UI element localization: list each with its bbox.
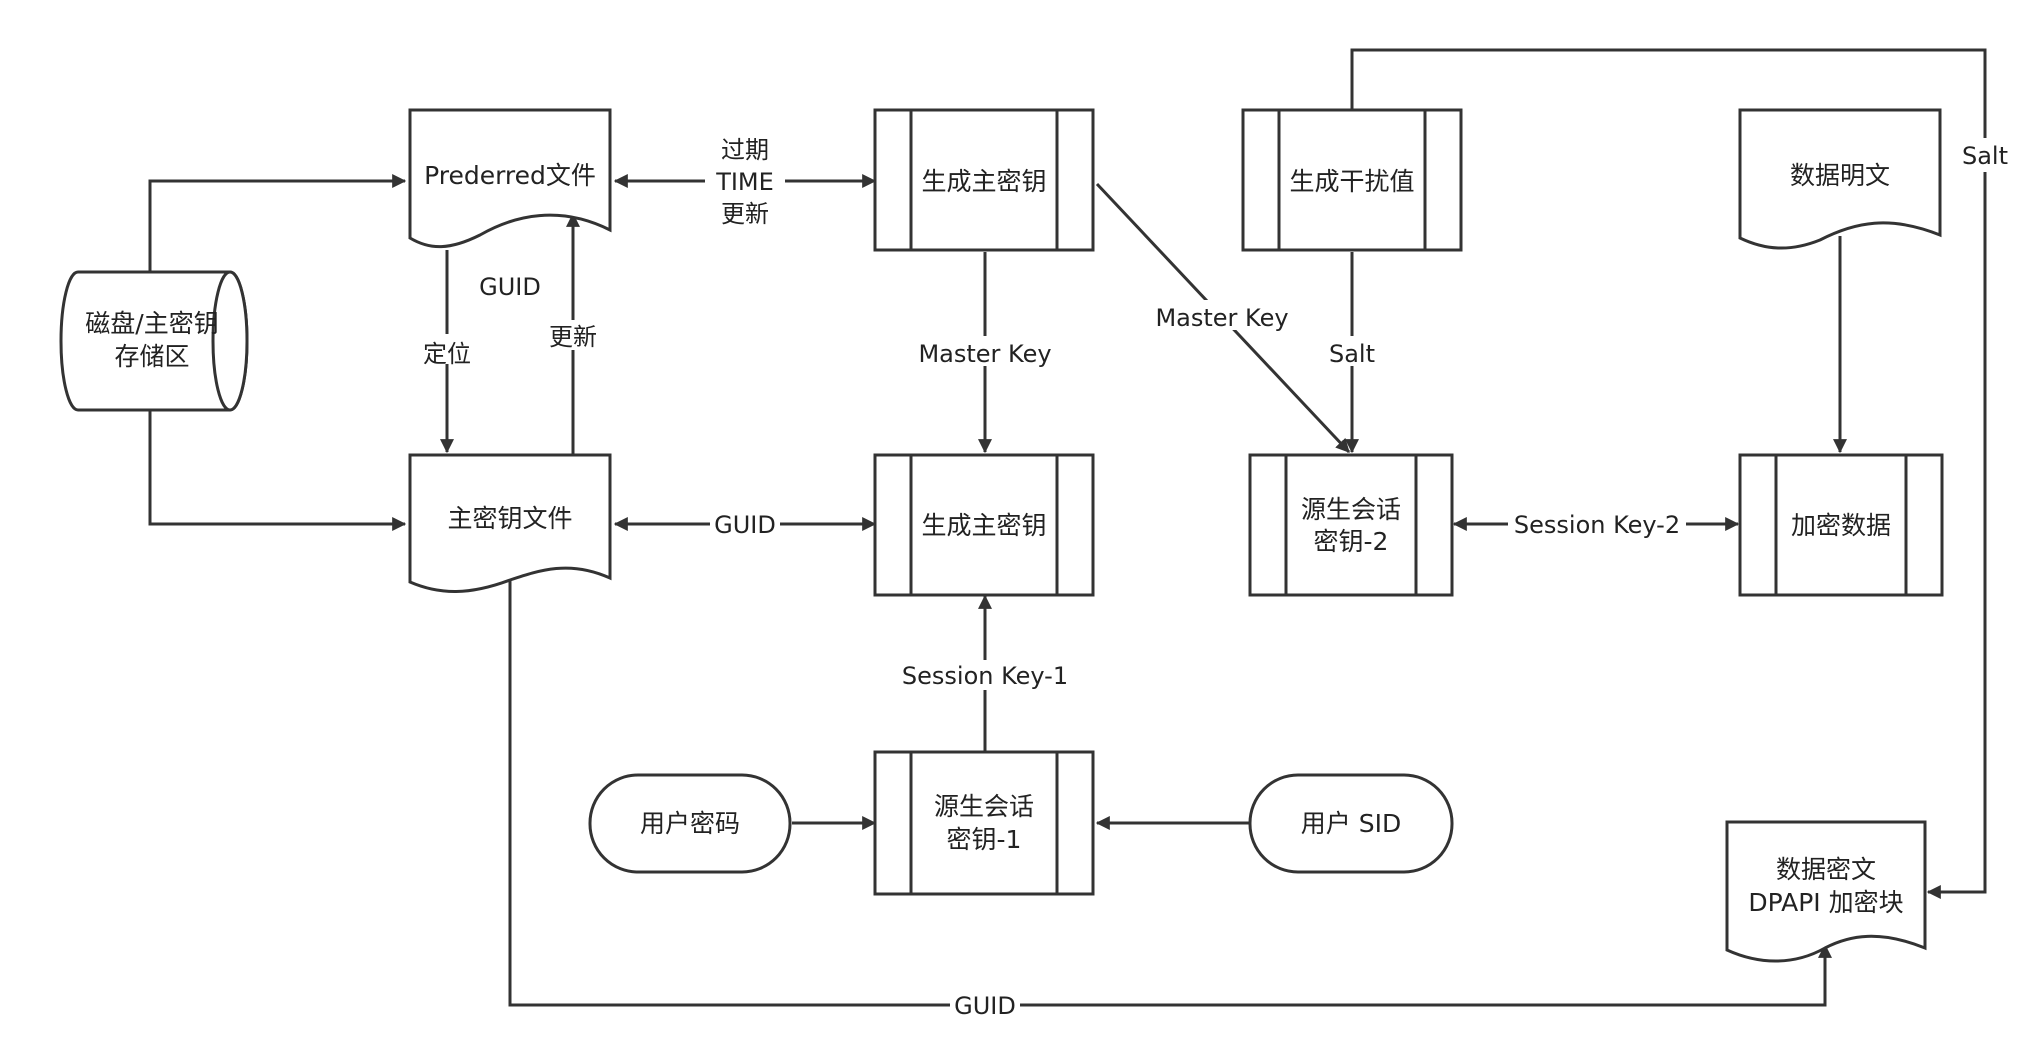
node-gen-master-key-top: 生成主密钥 (873, 108, 1095, 252)
node-ciphertext: 数据密文 DPAPI 加密块 (1725, 820, 1927, 963)
edge-disk-to-masterkeyfile (148, 410, 407, 531)
ciphertext-line2: DPAPI 加密块 (1748, 888, 1903, 917)
node-gen-salt: 生成干扰值 (1241, 108, 1463, 252)
edge-guid-bottom (508, 580, 1832, 1007)
edge-labels: 过期 TIME 更新 GUID 定位 更新 Master Key Master … (418, 136, 2014, 1020)
label-locate: 定位 (423, 340, 471, 368)
ciphertext-line1: 数据密文 (1776, 855, 1876, 884)
label-guid-top: GUID (479, 273, 541, 301)
edge-salt-right (1350, 48, 1987, 899)
session-key-2-line1: 源生会话 (1301, 495, 1401, 524)
master-key-file-label: 主密钥文件 (447, 504, 572, 533)
disk-label-line2: 存储区 (114, 342, 189, 371)
node-user-sid: 用户 SID (1248, 773, 1454, 874)
label-renew: 更新 (721, 200, 769, 228)
disk-label-line1: 磁盘/主密钥 (85, 309, 218, 338)
label-guid-bottom: GUID (954, 992, 1016, 1020)
nodes: 磁盘/主密钥 存储区 Prederred文件 生成主密钥 生成干扰值 数据明文 (59, 108, 1944, 963)
label-time: TIME (715, 168, 774, 196)
node-preferred-file: Prederred文件 (408, 108, 612, 249)
session-key-2-line2: 密钥-2 (1314, 527, 1389, 556)
node-gen-master-key-mid: 生成主密钥 (873, 453, 1095, 597)
node-encrypt-data: 加密数据 (1738, 453, 1944, 597)
node-session-key-2: 源生会话 密钥-2 (1248, 453, 1454, 597)
node-master-key-file: 主密钥文件 (408, 453, 612, 593)
plaintext-label: 数据明文 (1790, 161, 1890, 190)
encrypt-data-label: 加密数据 (1791, 511, 1891, 540)
edge-disk-to-preferred (148, 174, 407, 272)
label-update: 更新 (549, 323, 597, 351)
label-session-key-1: Session Key-1 (902, 662, 1068, 690)
label-salt-right: Salt (1962, 142, 2008, 170)
node-session-key-1: 源生会话 密钥-1 (873, 750, 1095, 896)
node-plaintext: 数据明文 (1738, 108, 1942, 250)
label-expire: 过期 (721, 136, 769, 164)
session-key-1-line1: 源生会话 (934, 792, 1034, 821)
label-salt-down: Salt (1329, 340, 1375, 368)
label-master-key-down: Master Key (918, 340, 1051, 368)
label-session-key-2: Session Key-2 (1514, 511, 1680, 539)
node-user-password: 用户密码 (588, 773, 792, 874)
label-guid-mid: GUID (714, 511, 776, 539)
user-sid-label: 用户 SID (1301, 809, 1401, 838)
gen-salt-label: 生成干扰值 (1289, 167, 1414, 196)
session-key-1-line2: 密钥-1 (947, 825, 1022, 854)
user-password-label: 用户密码 (640, 809, 740, 838)
node-disk-storage: 磁盘/主密钥 存储区 (59, 270, 249, 412)
gen-master-key-mid-label: 生成主密钥 (921, 511, 1046, 540)
preferred-file-label: Prederred文件 (424, 161, 596, 190)
label-master-key-diag: Master Key (1155, 304, 1288, 332)
gen-master-key-top-label: 生成主密钥 (921, 167, 1046, 196)
